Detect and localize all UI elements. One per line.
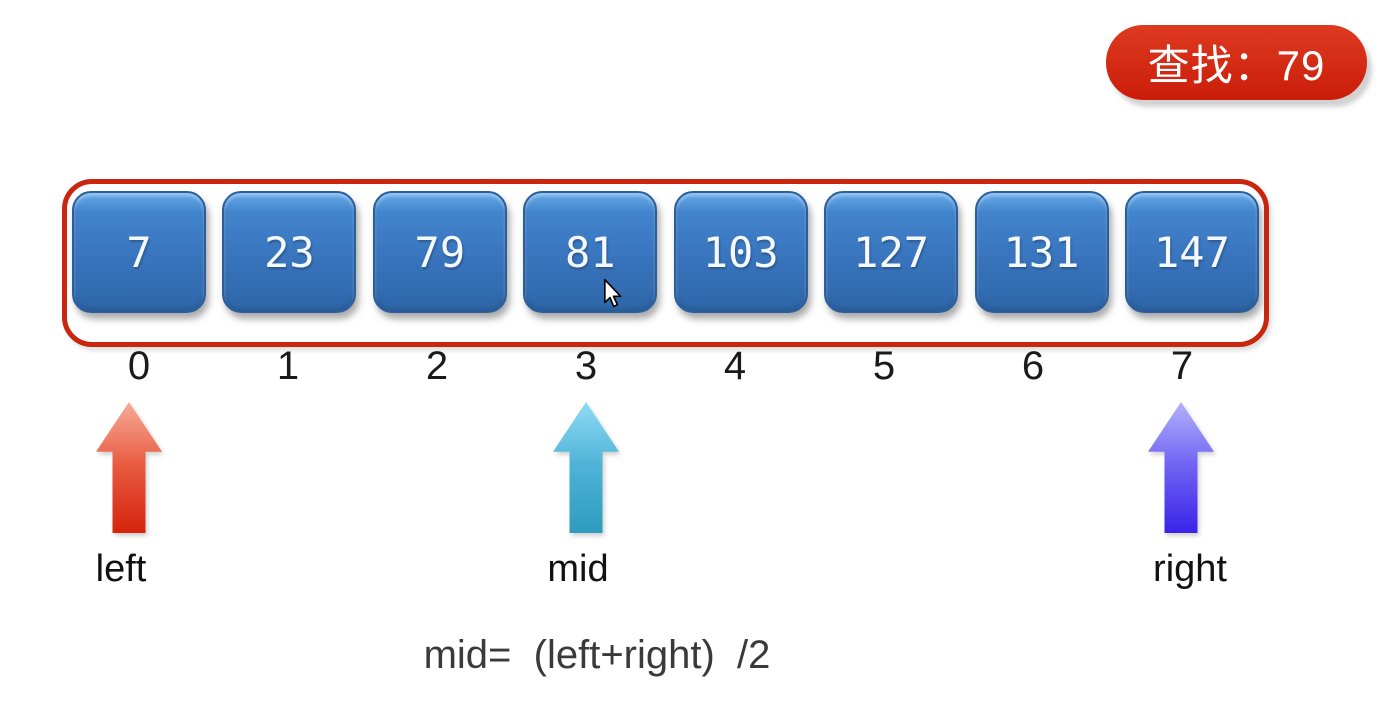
array-value: 131 [1003,227,1080,277]
array-cell-0: 7 [72,191,206,313]
search-target-badge: 查找：79 [1106,25,1367,100]
up-arrow-shape [1148,402,1214,533]
index-label-7: 7 [1170,344,1194,388]
search-target-text: 查找：79 [1147,42,1326,89]
array-container: 7 23 79 81 103 127 131 147 [62,179,1269,347]
index-label-2: 2 [425,344,449,388]
up-arrow-shape [553,402,619,533]
right-pointer-label: right [1153,548,1227,590]
mid-formula-text: mid= (left+right) /2 [423,633,771,677]
mouse-cursor-icon [604,278,622,308]
right-pointer-arrow-icon [1148,402,1214,533]
array-cell-2: 79 [372,191,507,313]
index-label-1: 1 [276,344,300,388]
array-value: 79 [414,227,466,277]
left-pointer-arrow-icon [96,402,162,533]
array-value: 81 [564,227,616,277]
array-cell-4: 103 [673,191,808,313]
array-cell-5: 127 [824,191,959,313]
index-label-0: 0 [127,344,151,388]
array-value: 127 [853,227,930,277]
index-label-6: 6 [1021,344,1045,388]
array-cell-3: 81 [523,191,658,313]
index-row: 0 1 2 3 4 5 6 7 [67,344,1254,389]
left-pointer-label: left [95,548,147,590]
array-cell-6: 131 [974,191,1109,313]
array-cell-7: 147 [1124,191,1259,313]
array-cell-1: 23 [222,191,357,313]
array-value: 147 [1154,227,1230,277]
array-value: 23 [264,227,315,277]
mid-pointer-label: mid [547,548,609,590]
index-label-3: 3 [574,344,598,388]
array-value: 103 [702,227,779,277]
mid-pointer-arrow-icon [553,402,619,533]
array-value: 7 [126,227,152,277]
up-arrow-shape [96,402,162,533]
index-label-5: 5 [872,344,896,388]
index-label-4: 4 [723,344,747,388]
